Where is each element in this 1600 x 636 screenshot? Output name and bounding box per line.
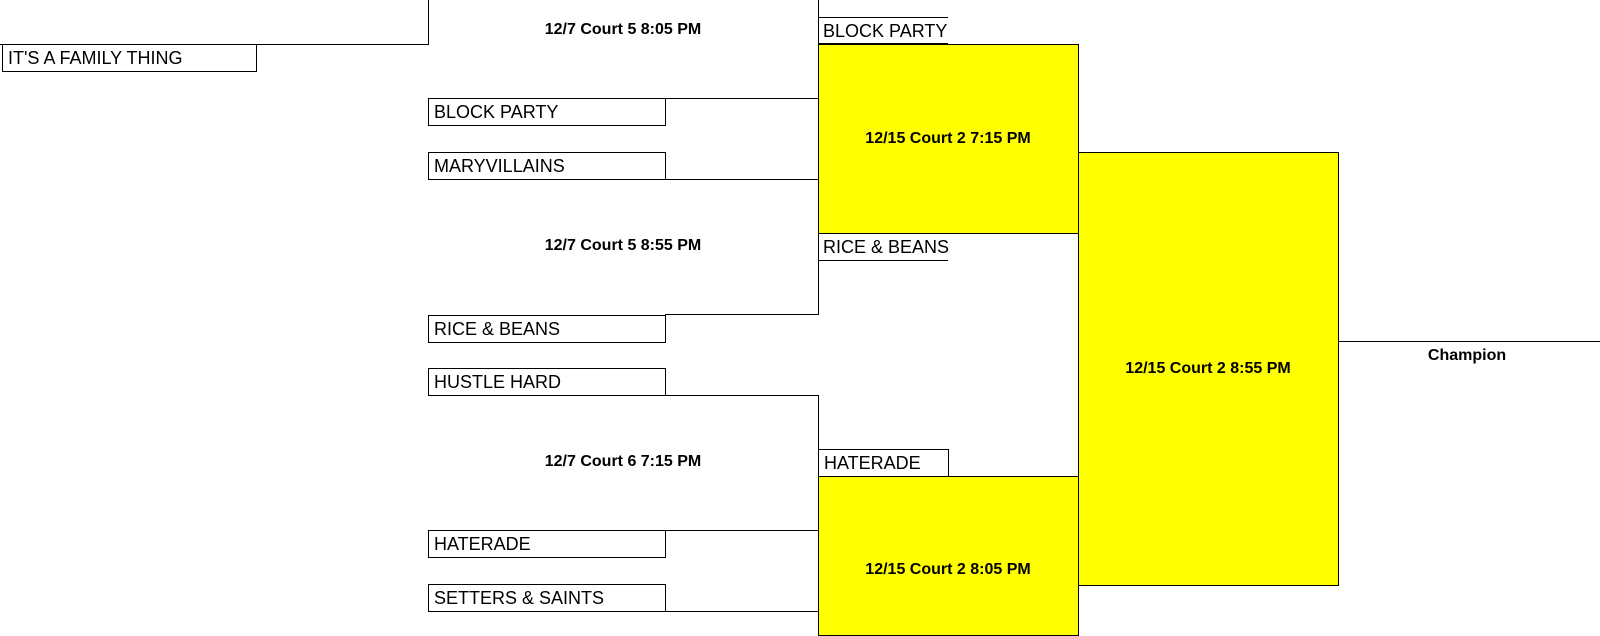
- team-slot: RICE & BEANS: [818, 234, 949, 261]
- team-box: HUSTLE HARD: [428, 368, 666, 396]
- match-label: 12/7 Court 5 8:05 PM: [544, 21, 702, 38]
- match-label: 12/7 Court 6 7:15 PM: [544, 453, 702, 470]
- bracket-line: [665, 98, 819, 99]
- bracket-line: [665, 395, 819, 396]
- bracket-line: [818, 0, 819, 99]
- semifinal-2-box: [818, 476, 1079, 636]
- team-box: IT'S A FAMILY THING: [2, 44, 257, 72]
- bracket-line: [665, 179, 819, 180]
- match-label: 12/15 Court 2 8:05 PM: [865, 561, 1031, 578]
- bracket-line: [665, 314, 819, 315]
- team-box: BLOCK PARTY: [428, 98, 666, 126]
- team-box: HATERADE: [428, 530, 666, 558]
- bracket-line: [665, 611, 819, 612]
- bracket-line: [428, 0, 429, 44]
- team-box: SETTERS & SAINTS: [428, 584, 666, 612]
- team-box: MARYVILLAINS: [428, 152, 666, 180]
- bracket-line: [818, 611, 819, 623]
- bracket-line: [818, 179, 819, 315]
- final-box: [1078, 152, 1339, 586]
- match-label: 12/15 Court 2 7:15 PM: [865, 130, 1031, 147]
- bracket-line: [665, 530, 819, 531]
- team-box: HATERADE: [818, 449, 949, 477]
- semifinal-1-box: [818, 44, 1079, 234]
- champion-label: Champion: [1427, 347, 1507, 364]
- team-slot: BLOCK PARTY: [818, 17, 948, 44]
- match-label: 12/7 Court 5 8:55 PM: [544, 237, 702, 254]
- team-box: RICE & BEANS: [428, 315, 666, 343]
- champion-line: [1338, 341, 1600, 342]
- final-label: 12/15 Court 2 8:55 PM: [1125, 360, 1291, 377]
